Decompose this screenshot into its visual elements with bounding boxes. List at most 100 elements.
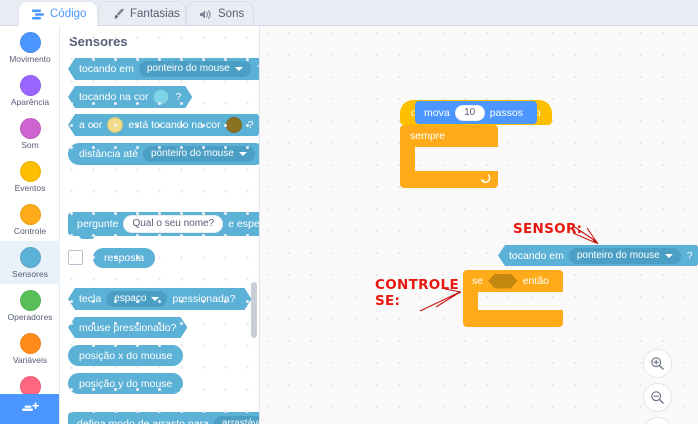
add-extension-button[interactable] [0,394,59,424]
palette-grid-dot [180,410,183,413]
palette-grid-dot [92,124,95,127]
canvas-grid-dot [310,76,312,78]
dropdown-arrastavel[interactable]: arrastável [213,416,260,424]
block-sempre-bottom[interactable] [400,171,498,188]
canvas-grid-dot [332,252,334,254]
canvas-grid-dot [420,208,422,210]
canvas-grid-dot [354,98,356,100]
block-se-entao-top[interactable]: se então [463,270,563,292]
palette-block-defina-modo-de-arrasto[interactable]: defina modo de arrasto para arrastável [68,412,260,424]
category-eventos[interactable]: Eventos [0,155,60,198]
palette-block-distancia-ate[interactable]: distância até ponteiro do mouse [68,143,260,165]
canvas-grid-dot [354,252,356,254]
palette-block-tecla-pressionada[interactable]: tecla espaço pressionada? [68,288,251,310]
palette-block-tocando-na-cor[interactable]: tocando na cor ? [68,86,192,108]
palette-grid-dot [180,58,183,61]
canvas-grid-dot [288,208,290,210]
palette-grid-dot [136,36,139,39]
canvas-grid-dot [596,76,598,78]
tab-fantasias[interactable]: Fantasias [98,1,186,26]
canvas-grid-dot [266,340,268,342]
canvas-grid-dot [420,98,422,100]
palette-grid-dot [92,344,95,347]
palette-scrollbar[interactable] [251,282,257,338]
palette-block-posicao-x-do-mouse[interactable]: posição x do mouse [68,345,184,366]
palette-grid-dot [92,278,95,281]
palette-grid-dot [246,366,249,369]
canvas-block-tocando-em[interactable]: tocando em ponteiro do mouse ? [498,245,698,266]
dropdown-ponteiro-do-mouse[interactable]: ponteiro do mouse [569,248,681,264]
block-label: mouse pressionado? [79,321,177,334]
palette-grid-dot [92,58,95,61]
category-sensores[interactable]: Sensores [0,241,60,284]
palette-block-a-cor-esta-tocando[interactable]: a cor está tocando na cor ? [68,114,260,136]
canvas-block-se-entao[interactable]: se então [463,270,563,327]
canvas-grid-dot [332,54,334,56]
canvas-grid-dot [596,384,598,386]
text-input-pergunta[interactable]: Qual o seu nome? [123,215,224,233]
canvas-grid-dot [684,76,686,78]
annotation-arrows [419,225,599,312]
palette-grid-dot [70,190,73,193]
canvas-grid-dot [398,318,400,320]
palette-grid-dot [158,300,161,303]
zoom-reset-button[interactable] [643,417,672,424]
canvas-grid-dot [508,384,510,386]
boolean-input-slot[interactable] [488,274,518,289]
category-som[interactable]: Som [0,112,60,155]
input-value: Qual o seu nome? [132,218,215,229]
palette-grid-dot [202,388,205,391]
color-swatch[interactable] [153,89,169,105]
palette-grid-dot [92,212,95,215]
checkbox-resposta[interactable] [68,250,83,265]
canvas-grid-dot [662,186,664,188]
canvas-grid-dot [464,252,466,254]
category-variaveis[interactable]: Variáveis [0,327,60,370]
chevron-down-icon [238,152,247,156]
palette-block-posicao-y-do-mouse[interactable]: posição y do mouse [68,373,184,394]
block-mova-passos[interactable]: mova 10 passos [415,101,537,124]
block-sempre-top[interactable]: sempre [400,125,498,147]
dropdown-ponteiro-do-mouse[interactable]: ponteiro do mouse [139,61,251,77]
canvas-grid-dot [596,98,598,100]
block-palette[interactable]: Sensores tocando em ponteiro do mouse ? … [60,26,260,424]
code-canvas[interactable]: quando este ator for clicado sempre mova… [260,26,698,424]
palette-divider [259,26,260,424]
canvas-grid-dot [574,208,576,210]
canvas-grid-dot [398,32,400,34]
palette-grid-dot [158,168,161,171]
palette-grid-dot [92,102,95,105]
dropdown-ponteiro-do-mouse[interactable]: ponteiro do mouse [142,146,255,162]
category-operadores[interactable]: Operadores [0,284,60,327]
palette-block-mouse-pressionado[interactable]: mouse pressionado? [68,317,187,338]
canvas-grid-dot [618,362,620,364]
category-movimento[interactable]: Movimento [0,26,60,69]
canvas-grid-dot [354,318,356,320]
canvas-grid-dot [596,32,598,34]
canvas-grid-dot [508,208,510,210]
zoom-in-button[interactable] [643,349,672,378]
category-controle[interactable]: Controle [0,198,60,241]
canvas-grid-dot [332,384,334,386]
palette-grid-dot [202,344,205,347]
block-sempre[interactable]: sempre mova 10 passos [400,101,537,188]
tab-codigo[interactable]: Código [18,1,98,26]
dropdown-espaco[interactable]: espaço [106,291,167,307]
number-input-passos[interactable]: 10 [454,104,485,121]
category-aparencia[interactable]: Aparência [0,69,60,112]
script-stack[interactable]: quando este ator for clicado sempre mova… [400,100,552,188]
tab-sons[interactable]: Sons [186,1,254,26]
palette-grid-dot [114,410,117,413]
palette-block-resposta[interactable]: resposta [93,248,156,268]
canvas-grid-dot [530,54,532,56]
palette-block-tocando-em[interactable]: tocando em ponteiro do mouse ? [68,58,260,80]
palette-grid-dot [114,256,117,259]
palette-grid-dot [136,322,139,325]
zoom-out-button[interactable] [643,383,672,412]
color-swatch-2[interactable] [226,117,242,133]
canvas-grid-dot [332,318,334,320]
canvas-grid-dot [684,318,686,320]
palette-grid-dot [202,190,205,193]
